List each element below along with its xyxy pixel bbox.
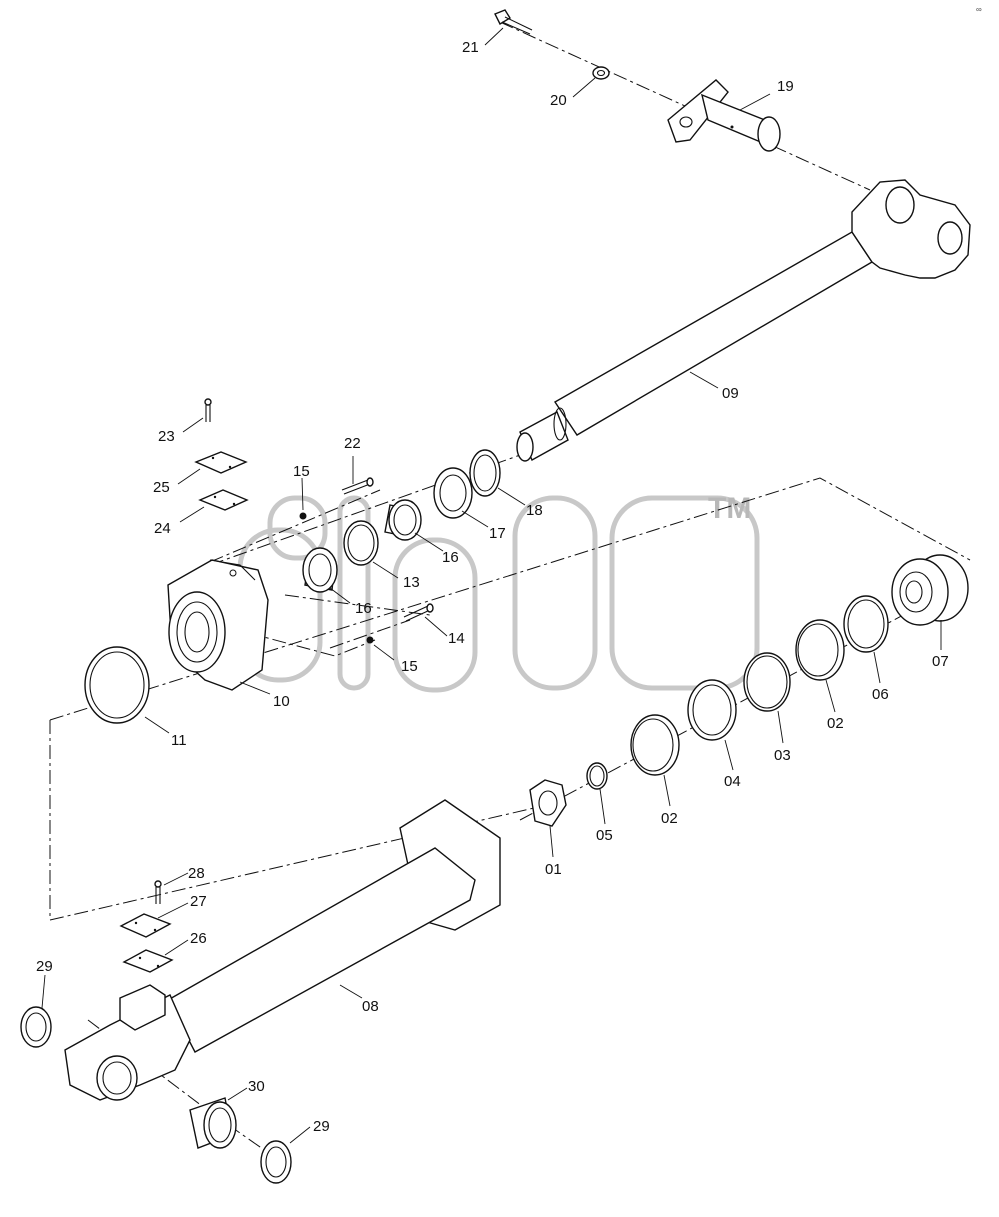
screw-14 xyxy=(403,603,434,622)
callout-19: 19 xyxy=(777,78,794,95)
plate-24 xyxy=(198,489,249,511)
callout-13: 13 xyxy=(403,574,420,591)
leader-lines xyxy=(41,27,942,1144)
callout-14: 14 xyxy=(448,630,465,647)
ring-29-upper xyxy=(20,1006,52,1048)
bushing-16-lower xyxy=(302,547,338,593)
callout-30: 30 xyxy=(248,1078,265,1095)
watermark: TM xyxy=(237,492,760,693)
callout-15-upper: 15 xyxy=(293,463,310,480)
screw-28 xyxy=(154,880,162,904)
callout-16-upper: 16 xyxy=(442,549,459,566)
callout-07: 07 xyxy=(932,653,949,670)
callout-29-lower: 29 xyxy=(313,1118,330,1135)
ring-13 xyxy=(343,520,379,566)
nut-01 xyxy=(529,779,567,827)
ring-29-lower xyxy=(260,1140,292,1184)
ring-06 xyxy=(843,595,889,653)
ring-02-lower xyxy=(630,714,680,776)
callout-02-lower: 02 xyxy=(661,810,678,827)
plug-15-upper xyxy=(299,512,307,520)
callout-25: 25 xyxy=(153,479,170,496)
ring-04 xyxy=(687,679,737,741)
screw-22 xyxy=(341,477,374,495)
callout-16-lower: 16 xyxy=(355,600,372,617)
ring-11 xyxy=(84,646,150,724)
callout-28: 28 xyxy=(188,865,205,882)
ring-03 xyxy=(743,652,791,712)
callout-08: 08 xyxy=(362,998,379,1015)
plate-26 xyxy=(122,949,174,973)
callout-06: 06 xyxy=(872,686,889,703)
callout-01: 01 xyxy=(545,861,562,878)
pin-19 xyxy=(667,79,781,152)
gland-head-10 xyxy=(167,559,269,691)
bushing-16-upper xyxy=(384,499,422,541)
callout-04: 04 xyxy=(724,773,741,790)
callout-23: 23 xyxy=(158,428,175,445)
callout-21: 21 xyxy=(462,39,479,56)
seal-17 xyxy=(433,467,473,519)
callout-02-upper: 02 xyxy=(827,715,844,732)
callout-27: 27 xyxy=(190,893,207,910)
callout-03: 03 xyxy=(774,747,791,764)
callout-22: 22 xyxy=(344,435,361,452)
callouts: 21 20 19 09 18 17 16 16 13 22 15 15 14 2… xyxy=(36,39,949,1135)
callout-26: 26 xyxy=(190,930,207,947)
watermark-tm: TM xyxy=(708,492,751,525)
callout-18: 18 xyxy=(526,502,543,519)
callout-29-upper: 29 xyxy=(36,958,53,975)
callout-05: 05 xyxy=(596,827,613,844)
callout-17: 17 xyxy=(489,525,506,542)
piston-rod-09 xyxy=(516,179,971,462)
callout-11: 11 xyxy=(171,732,187,749)
callout-24: 24 xyxy=(154,520,171,537)
ring-18 xyxy=(469,449,501,497)
callout-10: 10 xyxy=(273,693,290,710)
ring-02-upper xyxy=(795,619,845,681)
callout-15-lower: 15 xyxy=(401,658,418,675)
corner-mark: ∞ xyxy=(976,5,982,14)
plug-15-lower xyxy=(366,636,374,644)
o-ring-05 xyxy=(586,762,608,790)
cylinder-tube-08 xyxy=(64,799,501,1101)
nut-20 xyxy=(592,66,610,80)
plate-27 xyxy=(119,913,172,938)
plate-25 xyxy=(194,451,248,474)
callout-09: 09 xyxy=(722,385,739,402)
piston-07 xyxy=(891,554,969,626)
bolt-21 xyxy=(494,9,533,35)
callout-20: 20 xyxy=(550,92,567,109)
bushing-30 xyxy=(189,1097,237,1149)
screw-23 xyxy=(204,398,212,422)
